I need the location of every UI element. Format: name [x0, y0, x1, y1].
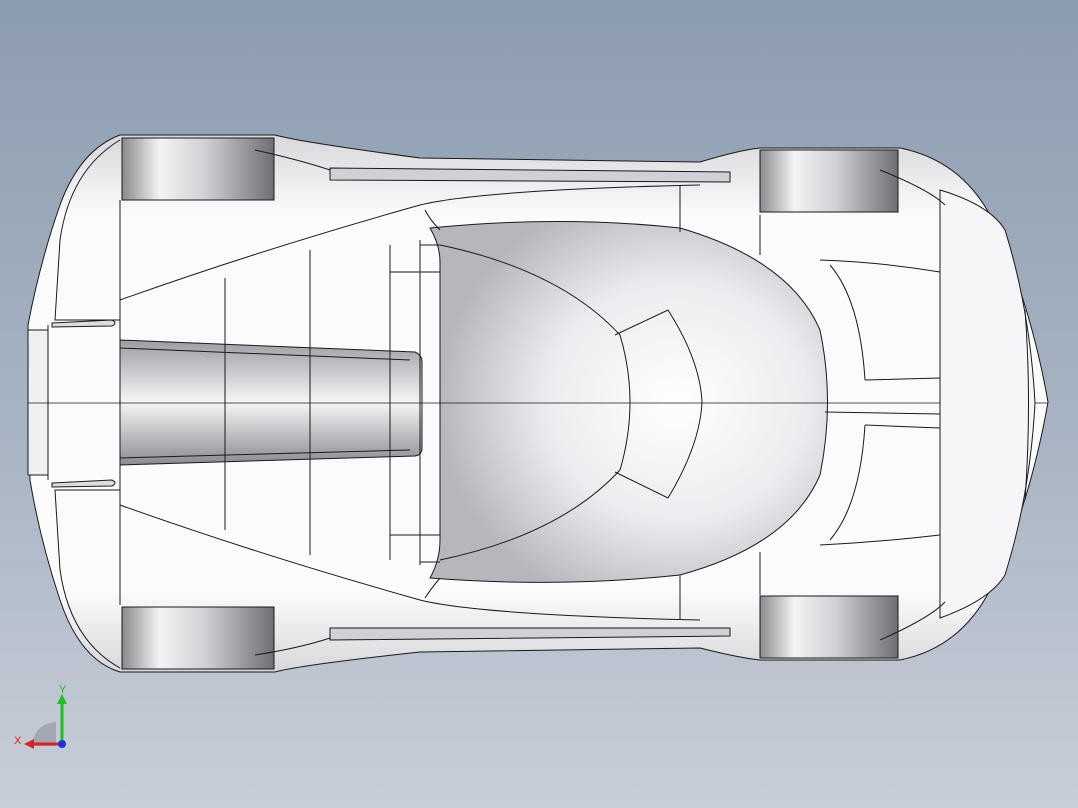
z-axis-dot	[58, 740, 66, 748]
front-left-wheel	[121, 137, 275, 201]
right-sidepod-line	[119, 504, 701, 621]
front-splitter	[54, 139, 121, 669]
front-canard-upper	[51, 319, 116, 328]
hood-channel	[119, 339, 423, 466]
front-right-wheel	[121, 606, 275, 670]
orientation-triad: Y X	[14, 684, 67, 749]
y-axis-label: Y	[59, 684, 67, 696]
windscreen-curve	[439, 244, 631, 561]
left-sidepod-line	[119, 184, 701, 301]
cockpit-frame	[614, 309, 703, 499]
front-canard-lower	[51, 479, 116, 488]
front-intake	[27, 329, 49, 476]
rear-wing	[939, 189, 1036, 619]
rear-left-wheel	[759, 149, 899, 213]
x-axis-arrowhead	[24, 739, 34, 749]
rear-right-wheel	[759, 595, 899, 659]
x-axis-label: X	[14, 735, 22, 747]
y-axis-arrowhead	[57, 694, 67, 704]
canopy	[429, 221, 828, 583]
